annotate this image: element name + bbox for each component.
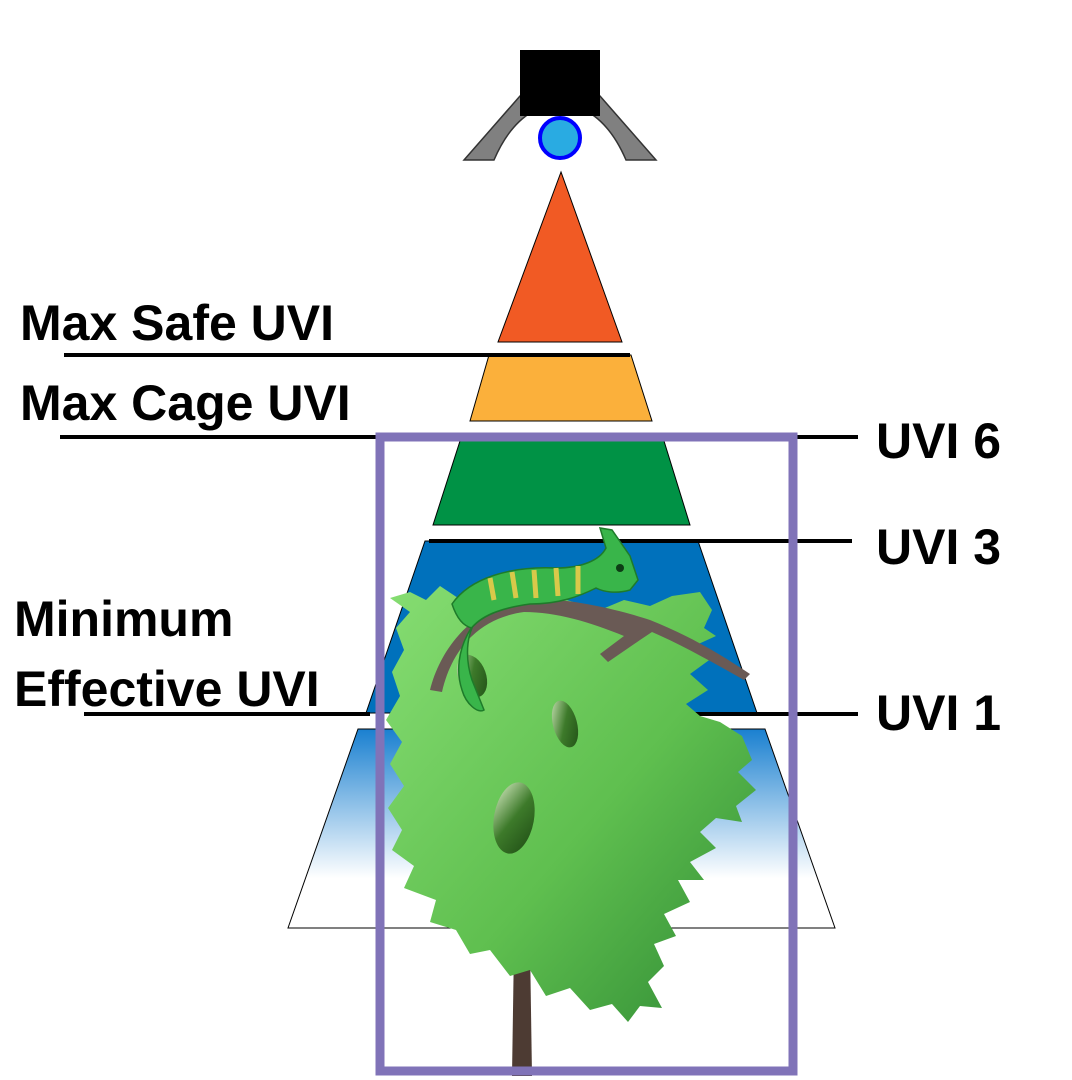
leaf	[493, 782, 535, 854]
chameleon-stripes	[487, 566, 581, 601]
leader-lines	[60, 353, 858, 716]
zone-max-safe	[497, 170, 623, 343]
zone-max-cage	[469, 354, 653, 422]
zone-uvi6	[432, 440, 691, 526]
chameleon-body	[451, 527, 639, 712]
tree-icon	[386, 586, 756, 1076]
label-max-safe-uvi: Max Safe UVI	[20, 295, 335, 351]
leaf	[551, 700, 579, 748]
lamp-housing	[520, 50, 600, 116]
uvb-bulb-icon	[538, 116, 582, 160]
label-uvi1: UVI 1	[876, 685, 1002, 741]
label-minimum-line2: Effective UVI	[14, 661, 320, 717]
branch	[430, 599, 750, 692]
chameleon-icon	[430, 527, 750, 712]
label-minimum-line1: Minimum	[14, 591, 234, 647]
label-uvi3: UVI 3	[876, 519, 1002, 575]
label-max-cage-uvi: Max Cage UVI	[20, 375, 351, 431]
label-uvi6: UVI 6	[876, 413, 1002, 469]
chameleon-eye	[616, 564, 624, 572]
tree-trunk	[512, 945, 532, 1076]
uvb-lamp-icon	[462, 50, 658, 161]
enclosure-frame	[375, 432, 798, 1076]
